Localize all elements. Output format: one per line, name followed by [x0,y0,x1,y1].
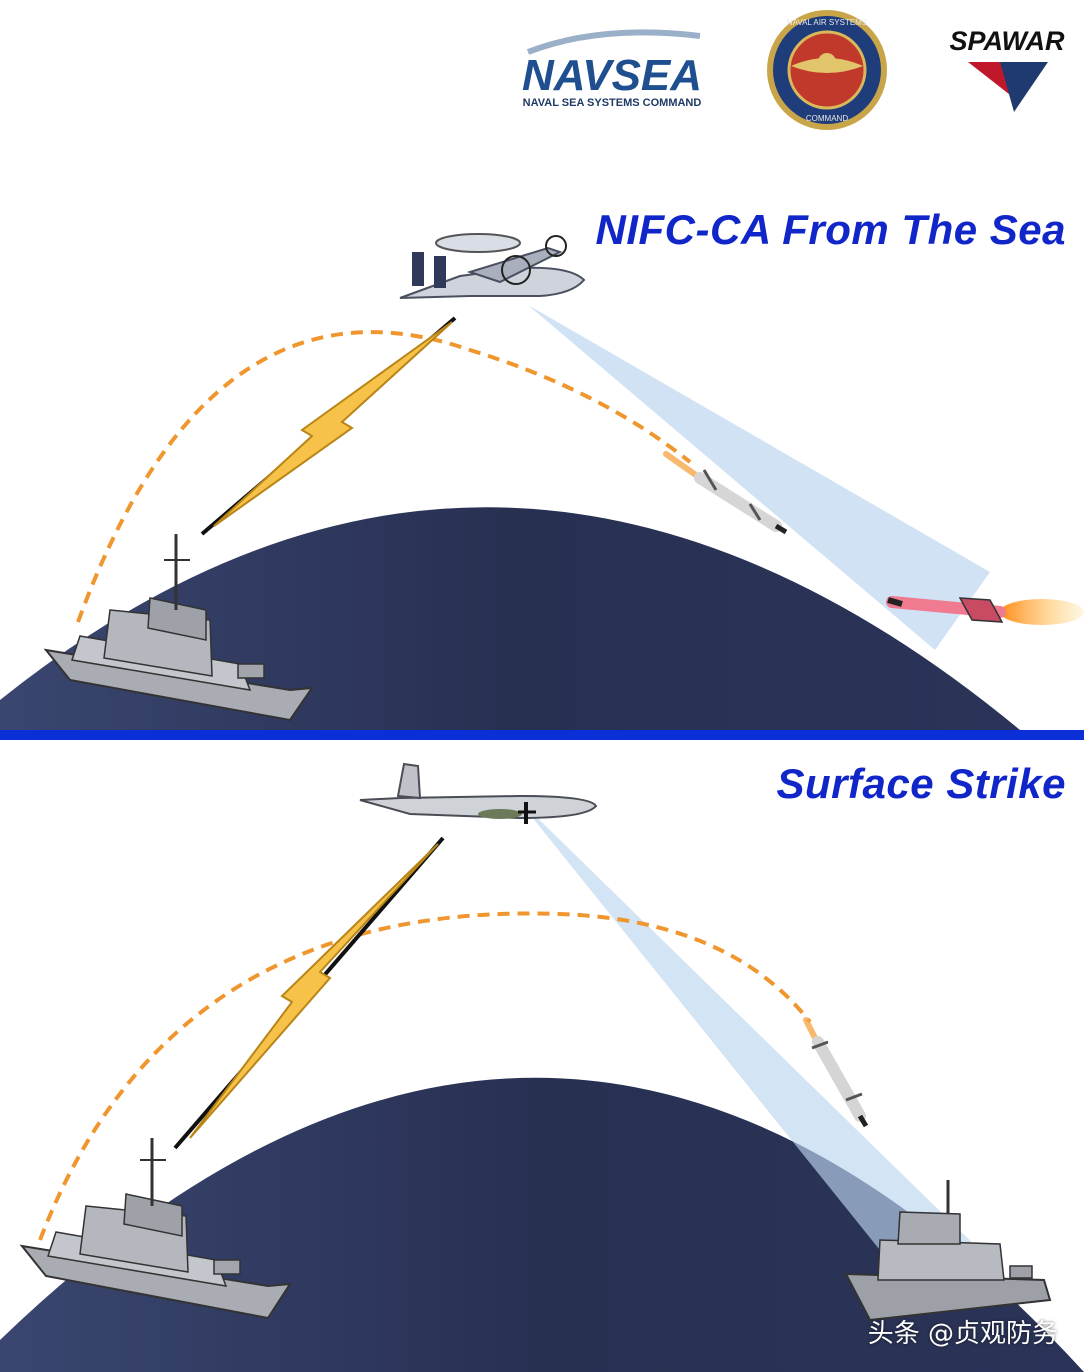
navair-seal: NAVAL AIR SYSTEMS COMMAND [767,10,887,130]
panel-title-surface-strike: Surface Strike [776,760,1066,807]
watermark: 头条 @贞观防务 [867,1319,1058,1349]
e2d-aircraft-icon [399,233,586,299]
panel-surface-strike: Surface Strike 头条 @贞观防务 [0,740,1084,1372]
svg-text:COMMAND: COMMAND [806,114,848,123]
svg-text:SPAWAR: SPAWAR [949,26,1065,56]
svg-text:NAVSEA: NAVSEA [522,51,702,100]
scene-top: NAVSEA NAVAL SEA SYSTEMS COMMAND NAVAL A… [0,10,1084,730]
datalink-bolt-icon [173,836,445,1150]
panel-divider [0,730,1084,740]
panel-title-nifc-ca: NIFC-CA From The Sea [595,206,1066,253]
svg-text:NAVAL AIR SYSTEMS: NAVAL AIR SYSTEMS [787,18,867,27]
trajectory-arc [38,911,812,1241]
datalink-bolt-icon [200,316,457,536]
radar-beam [515,796,990,1300]
cruise-missile-icon [663,451,788,535]
navsea-logo: NAVSEA NAVAL SEA SYSTEMS COMMAND [522,29,702,109]
radar-beam [528,305,990,650]
panel-nifc-ca: NAVSEA NAVAL SEA SYSTEMS COMMAND NAVAL A… [0,10,1084,730]
destroyer-icon [43,534,315,722]
trajectory-arc [76,330,692,623]
scene-bottom [0,762,1084,1372]
enemy-ship-icon [844,1180,1052,1322]
cruise-missile-icon [803,1017,869,1128]
p3-aircraft-icon [359,762,598,824]
spawar-logo: SPAWAR [949,26,1065,112]
svg-text:NAVAL SEA SYSTEMS COMMAND: NAVAL SEA SYSTEMS COMMAND [523,97,702,109]
interceptor-missile-icon [886,596,1084,625]
destroyer-icon [19,1138,292,1320]
